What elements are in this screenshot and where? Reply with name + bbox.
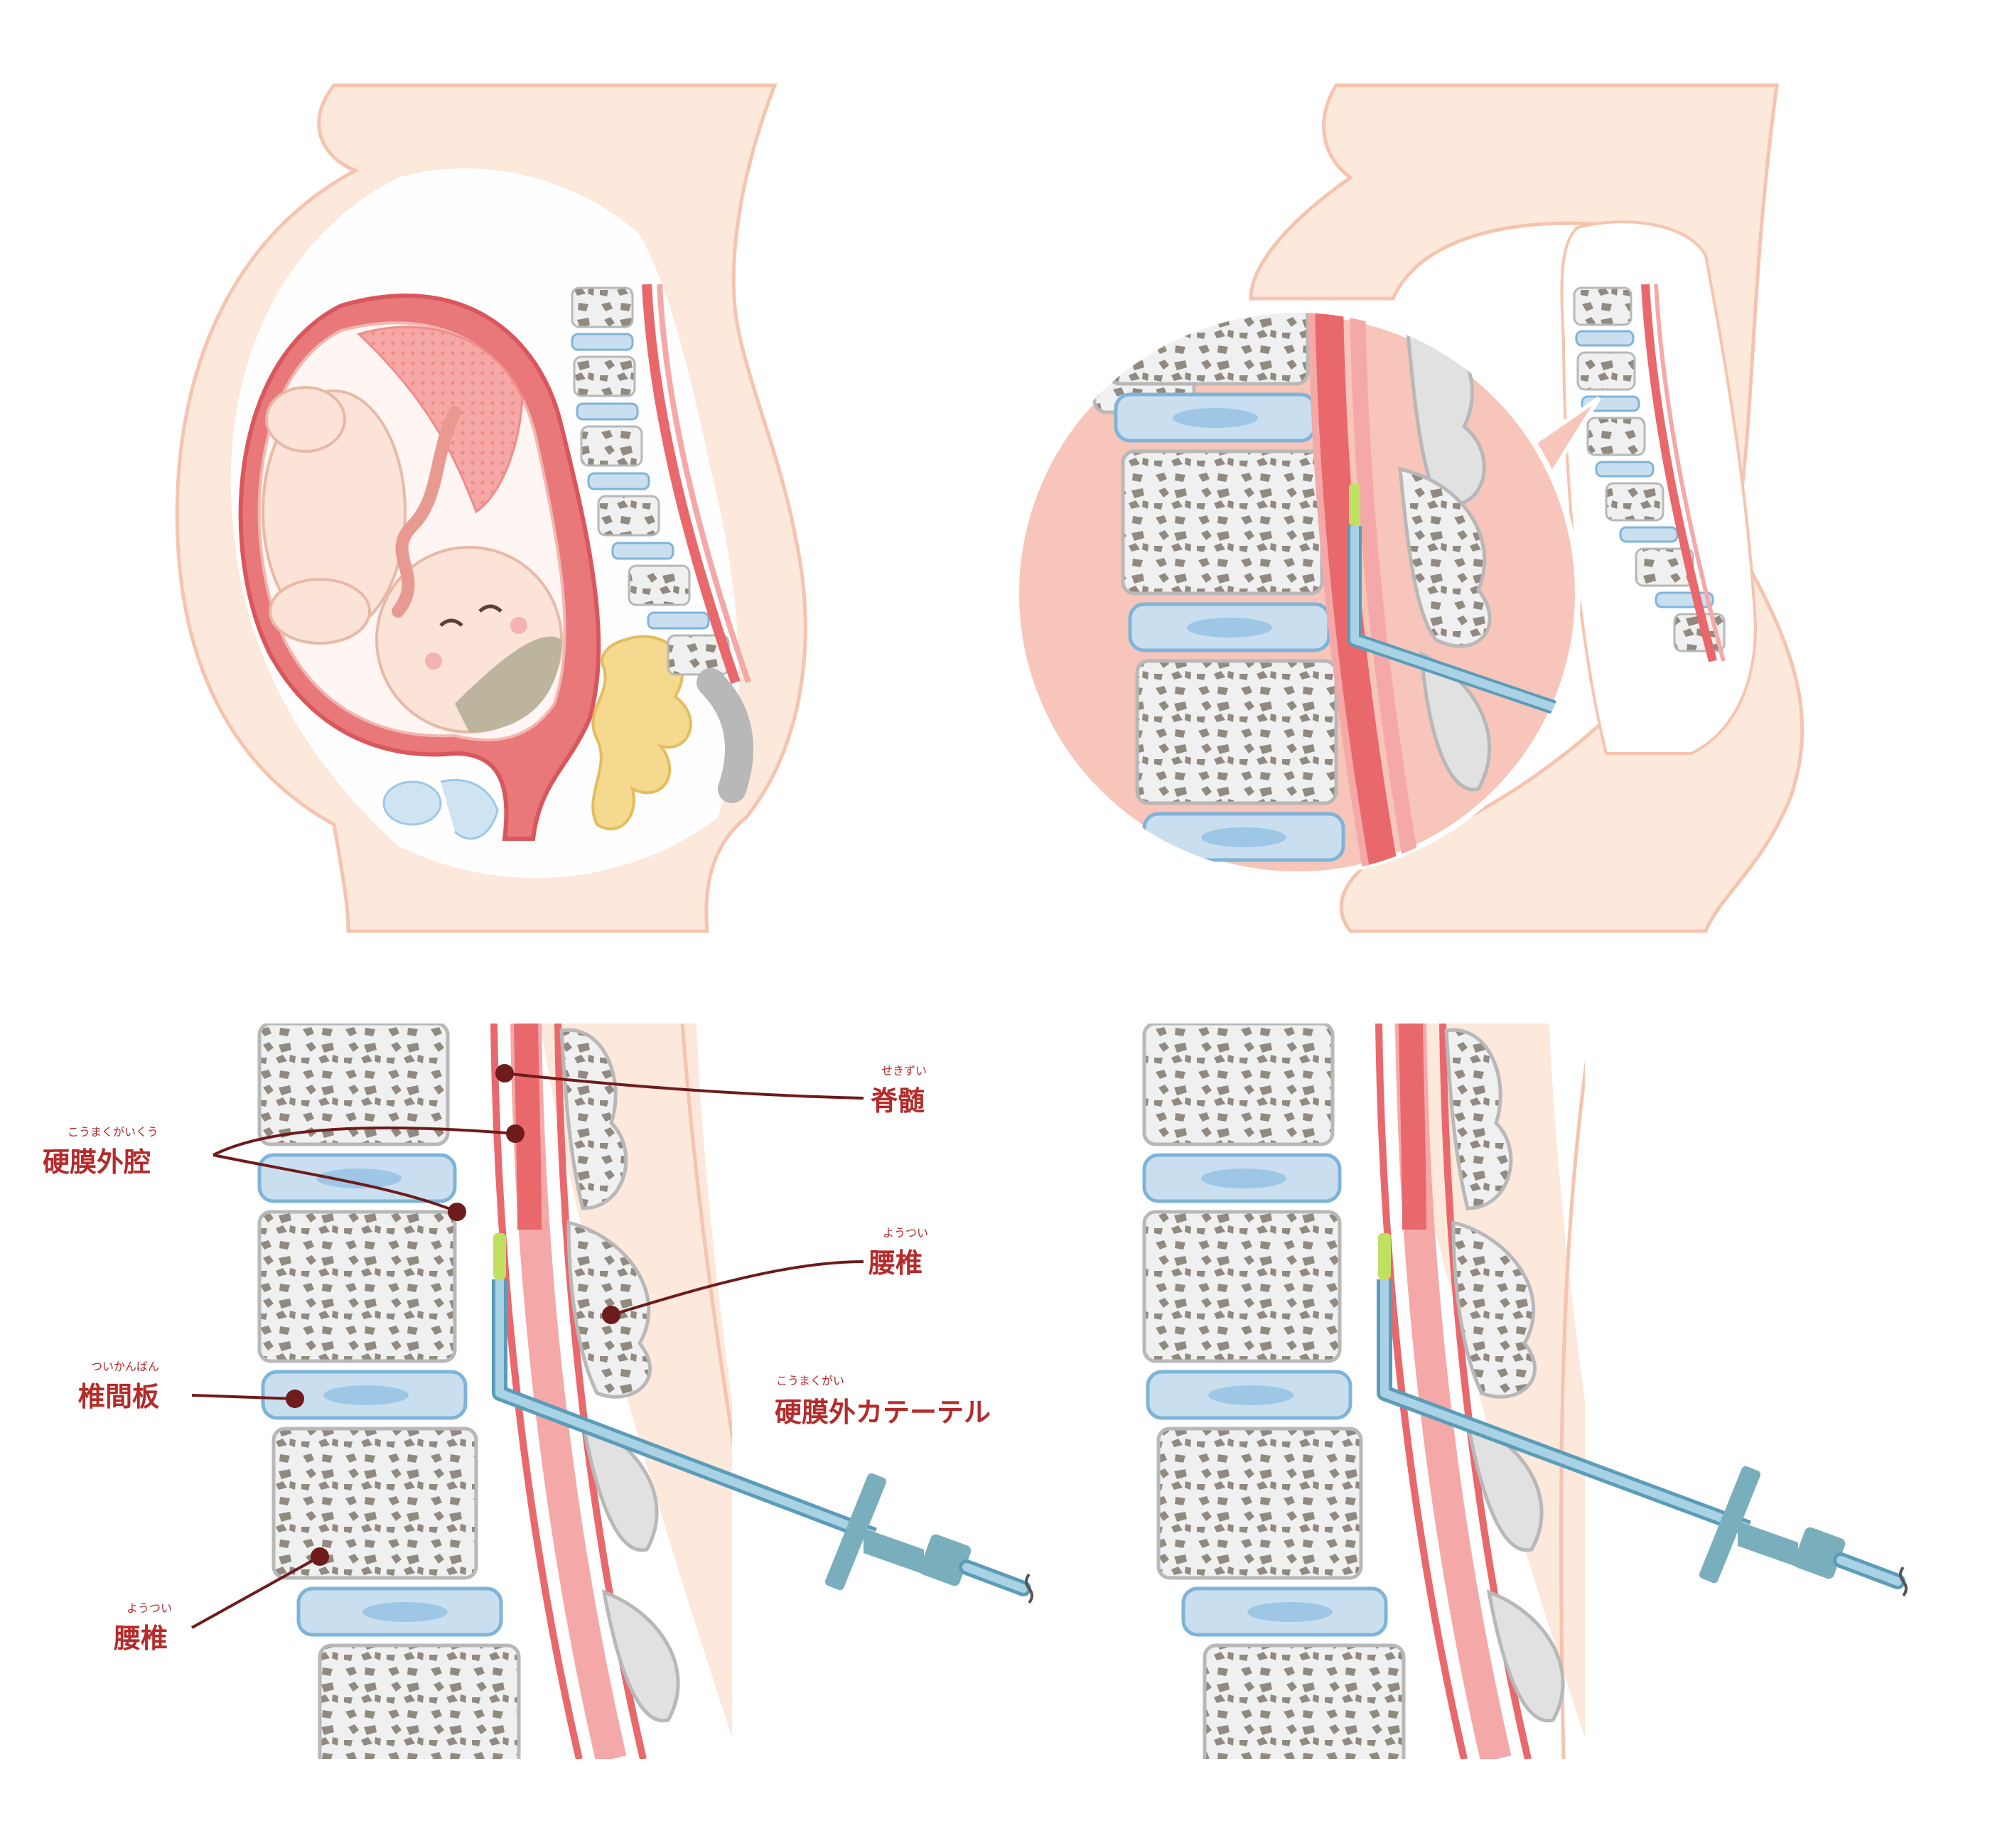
fetus-hair <box>455 636 561 732</box>
spinal-cord-panel1 <box>642 284 741 684</box>
panel-unlabeled-spine <box>1142 1024 1908 1759</box>
panel-labeled-spine: せきずい 脊髄 こうまくがいくう 硬膜外腔 ようつい 腰椎 ついかんばん 椎間板… <box>43 1024 1033 1759</box>
label-catheter-ruby: こうまくがい <box>776 1374 844 1387</box>
leader-lumbar-right <box>602 1260 864 1324</box>
bladder <box>382 780 442 826</box>
needle-hub <box>824 1473 1033 1604</box>
panel-magnified-spine <box>1013 83 1805 933</box>
label-lumbar-right: 腰椎 <box>868 1247 923 1279</box>
leader-lumbar-left <box>191 1547 329 1629</box>
leader-spinal-cord <box>495 1064 864 1100</box>
leader-disc <box>191 1390 304 1408</box>
umbilical-cord <box>392 406 461 618</box>
panel-pregnant-section <box>175 83 807 933</box>
leader-epidural-space <box>213 1124 525 1221</box>
label-spinal-cord-ruby: せきずい <box>881 1064 927 1078</box>
fetus <box>262 386 563 734</box>
spine-panel1 <box>571 284 753 803</box>
intestine <box>591 635 692 831</box>
label-disc-ruby: ついかんばん <box>91 1360 159 1373</box>
label-lumbar-left: 腰椎 <box>114 1623 168 1654</box>
label-lumbar-right-ruby: ようつい <box>883 1226 928 1240</box>
label-disc: 椎間板 <box>78 1381 159 1412</box>
placenta <box>357 326 524 514</box>
spine-panel2-small <box>1573 284 1726 662</box>
label-lumbar-left-ruby: ようつい <box>127 1601 172 1615</box>
label-catheter: 硬膜外カテーテル <box>775 1397 991 1428</box>
label-spinal-cord: 脊髄 <box>871 1085 925 1117</box>
label-epidural-space-ruby: こうまくがいくう <box>68 1125 158 1139</box>
needle-hub-2 <box>1699 1466 1908 1597</box>
label-epidural-space: 硬膜外腔 <box>43 1146 151 1178</box>
